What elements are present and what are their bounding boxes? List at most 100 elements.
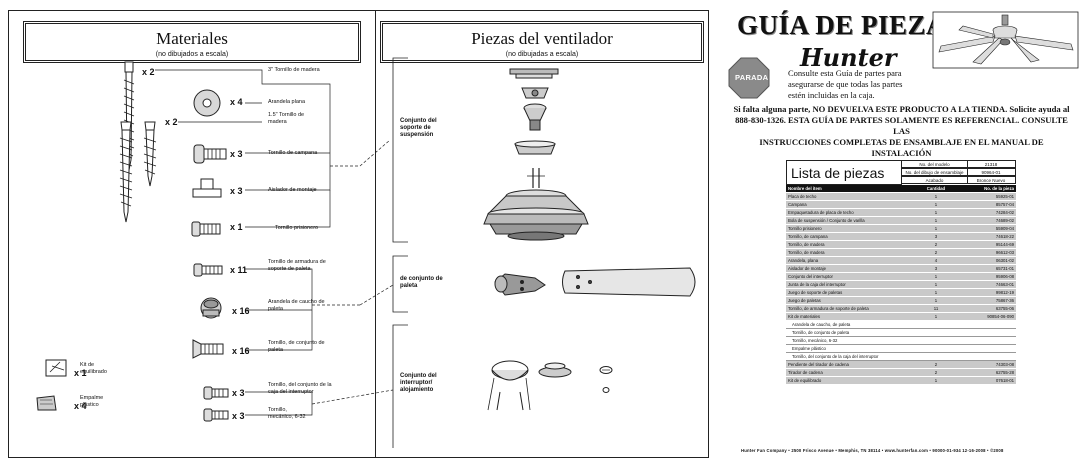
cell-quantity: 2	[902, 360, 970, 369]
label-blade-screw: Tornillo, de conjunto de paleta	[268, 340, 325, 353]
cell-quantity: 1	[902, 312, 970, 321]
canopy-screw-icon	[193, 144, 227, 164]
notice-line-2: asegurarse de que todas las partes	[788, 79, 903, 89]
mounting-isolator-icon	[192, 178, 222, 198]
light-kit-plate-icon	[538, 362, 572, 378]
stop-sign-text: PARADA	[735, 73, 769, 82]
cell-item-name: Aislador de montaje	[786, 264, 902, 273]
blade-iron-icon	[494, 273, 546, 296]
cell-item-name: Juego de paletas	[786, 296, 902, 305]
cell-item-name: Juego de soporte de paletas	[786, 288, 902, 297]
cell-quantity: 1	[902, 288, 970, 297]
leader-lines	[155, 69, 394, 416]
cell-item-name: Tornillo, de conjunto de paleta	[786, 328, 1016, 337]
table-row: Tornillo, del conjunto de la caja del in…	[786, 352, 1016, 361]
brand-logo: Hunter	[800, 43, 897, 72]
cell-part-number: 07618-01	[970, 376, 1016, 385]
cell-item-name: Tornillo prisionero	[786, 224, 902, 233]
cell-part-number: 85757-04	[970, 200, 1016, 209]
instructions-text: Si falta alguna parte, NO DEVUELVA ESTE …	[729, 104, 1074, 159]
cell-part-number: 74284-02	[970, 208, 1016, 217]
cell-item-name: Junta de la caja del interruptor	[786, 280, 902, 289]
header-item-name: Nombre del ítem	[786, 185, 902, 193]
label-set-screw: Tornillo prisionero	[275, 225, 319, 231]
footer-text: Hunter Fan Company • 2500 Frisco Avenue …	[741, 448, 1004, 453]
cell-item-name: Bola de suspensión / Conjunto de varilla	[786, 216, 902, 225]
qty-blade-screw: x 16	[232, 346, 250, 356]
qty-short-wood-screw: x 2	[165, 117, 178, 127]
group-label-switch: Conjunto del interruptor/ alojamiento	[400, 373, 437, 393]
table-row: Arandela de caucho, de paleta	[786, 320, 1016, 329]
blade-icon	[562, 267, 696, 297]
blade-screw-icon	[192, 339, 224, 359]
meta-drawing-value: 90964-01	[981, 170, 1001, 175]
label-mounting-isolator: Aislador de montaje	[268, 187, 317, 193]
switch-housing-icon	[487, 360, 531, 411]
label-canopy-screw: Tornillo de campana	[268, 150, 318, 156]
hanger-ball-icon	[521, 87, 549, 99]
label-rubber-washer: Arandela de caucho de paleta	[268, 299, 325, 312]
fan-parts-title: Piezas del ventilador	[471, 29, 613, 48]
cell-quantity: 1	[902, 280, 970, 289]
short-wood-screw-icon	[119, 121, 157, 223]
cell-quantity: 11	[902, 304, 970, 313]
downrod-icon	[523, 103, 547, 131]
cell-part-number: 55925-01	[970, 192, 1016, 201]
cell-quantity: 1	[902, 200, 970, 209]
instructions-line-1: Si falta alguna parte, NO DEVUELVA ESTE …	[733, 104, 1070, 114]
header-part-number: No. de la pieza	[970, 185, 1016, 193]
meta-model-value: 21318	[984, 162, 998, 167]
label-balancing-kit: Kit de equilibrado	[80, 362, 107, 375]
qty-machine-screw: x 3	[232, 411, 245, 421]
cell-item-name: Kit de materiales	[786, 312, 902, 321]
table-row: Tornillo, de armadura de soporte de pale…	[786, 304, 1016, 313]
cell-part-number: 75867-36	[970, 296, 1016, 305]
cell-quantity: 1	[902, 216, 970, 225]
cell-part-number: 74689-02	[970, 216, 1016, 225]
set-screw-icon	[191, 221, 221, 237]
fan-parts-panel: Piezas del ventilador (no dibujadas a es…	[376, 10, 709, 458]
label-short-wood-screw: 1.5" Tornillo de madera	[268, 112, 305, 125]
cell-part-number: 95144-69	[970, 240, 1016, 249]
cell-item-name: Arandela, plana	[786, 256, 902, 265]
instructions-line-3: INSTRUCCIONES COMPLETAS DE ENSAMBLAJE EN…	[759, 137, 1044, 158]
cell-part-number: 62755-28	[970, 368, 1016, 377]
ceiling-plate-icon	[509, 68, 559, 79]
cell-item-name: Tornillo, mecánico, 6-32	[786, 336, 1016, 345]
qty-plastic-connector: x 4	[74, 401, 87, 411]
group-label-hanger: Conjunto del soporte de suspensión	[400, 118, 437, 138]
parts-table: Nombre del ítem Cantidad No. de la pieza…	[786, 185, 1016, 385]
table-row: Empalme plástico	[786, 344, 1016, 353]
cell-item-name: Kit de equilibrado	[786, 376, 902, 385]
cell-quantity: 3	[902, 232, 970, 241]
qty-switch-housing-screw: x 3	[232, 388, 245, 398]
meta-finish-key: Acabado	[902, 177, 968, 183]
cell-item-name: Tornillo, de campana	[786, 232, 902, 241]
parts-list-title: Lista de piezas	[786, 160, 902, 185]
cell-quantity: 3	[902, 264, 970, 273]
fan-parts-subtitle: (no dibujadas a escala)	[505, 51, 579, 58]
meta-drawing-key: No. del dibujo de ensamblaje	[902, 169, 968, 175]
stop-sign-icon	[728, 57, 770, 99]
group-label-blade: de conjunto de paleta	[400, 276, 443, 289]
qty-rubber-washer: x 16	[232, 306, 250, 316]
notice-line-3: estén incluidas en la caja.	[788, 90, 875, 100]
cell-item-name: Conjunto del interruptor	[786, 272, 902, 281]
cell-item-name: Empaquetadura de placa de techo	[786, 208, 902, 217]
cell-item-name: Arandela de caucho, de paleta	[786, 320, 1016, 329]
cell-quantity: 1	[902, 208, 970, 217]
rubber-washer-icon	[200, 297, 222, 319]
machine-screw-icon	[203, 408, 229, 422]
cell-part-number: 95906-08	[970, 272, 1016, 281]
